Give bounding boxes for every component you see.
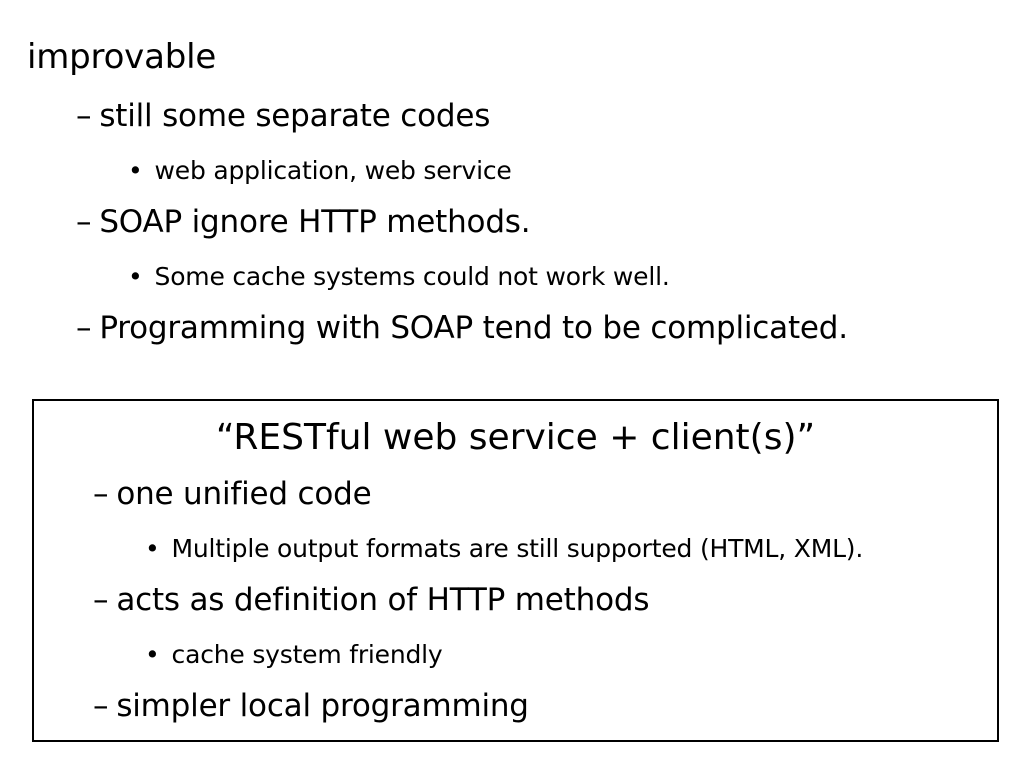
slide-heading: improvable <box>27 37 217 77</box>
box-point-1-text: one unified code <box>116 476 372 512</box>
restful-box: “RESTful web service + client(s)” –one u… <box>32 399 999 742</box>
box-point-2: –acts as definition of HTTP methods <box>93 585 649 616</box>
box-subpoint-1-text: Multiple output formats are still suppor… <box>171 534 864 563</box>
box-subpoint-2: • cache system friendly <box>145 642 443 667</box>
box-subpoint-1: • Multiple output formats are still suppo… <box>145 536 863 561</box>
point-2-text: SOAP ignore HTTP methods. <box>99 204 531 240</box>
dash-marker: – <box>93 476 109 512</box>
box-title: “RESTful web service + client(s)” <box>215 417 816 458</box>
subpoint-1: • web application, web service <box>128 158 512 183</box>
point-1: –still some separate codes <box>76 101 490 132</box>
subpoint-2-text: Some cache systems could not work well. <box>154 262 670 291</box>
dash-marker: – <box>93 582 109 618</box>
point-3: –Programming with SOAP tend to be compli… <box>76 313 848 344</box>
subpoint-2: • Some cache systems could not work well. <box>128 264 670 289</box>
bullet-marker: • <box>128 262 143 291</box>
point-3-text: Programming with SOAP tend to be complic… <box>99 310 848 346</box>
dash-marker: – <box>76 204 92 240</box>
dash-marker: – <box>93 688 109 724</box>
box-subpoint-2-text: cache system friendly <box>171 640 443 669</box>
point-1-text: still some separate codes <box>99 98 491 134</box>
box-point-3: –simpler local programming <box>93 691 529 722</box>
box-point-1: –one unified code <box>93 476 372 512</box>
bullet-marker: • <box>145 640 160 669</box>
point-2: –SOAP ignore HTTP methods. <box>76 204 531 240</box>
box-point-3-text: simpler local programming <box>116 688 529 724</box>
bullet-marker: • <box>145 534 160 563</box>
subpoint-1-text: web application, web service <box>154 156 512 185</box>
dash-marker: – <box>76 310 92 346</box>
box-point-2-text: acts as definition of HTTP methods <box>116 582 650 618</box>
dash-marker: – <box>76 98 92 134</box>
bullet-marker: • <box>128 156 143 185</box>
